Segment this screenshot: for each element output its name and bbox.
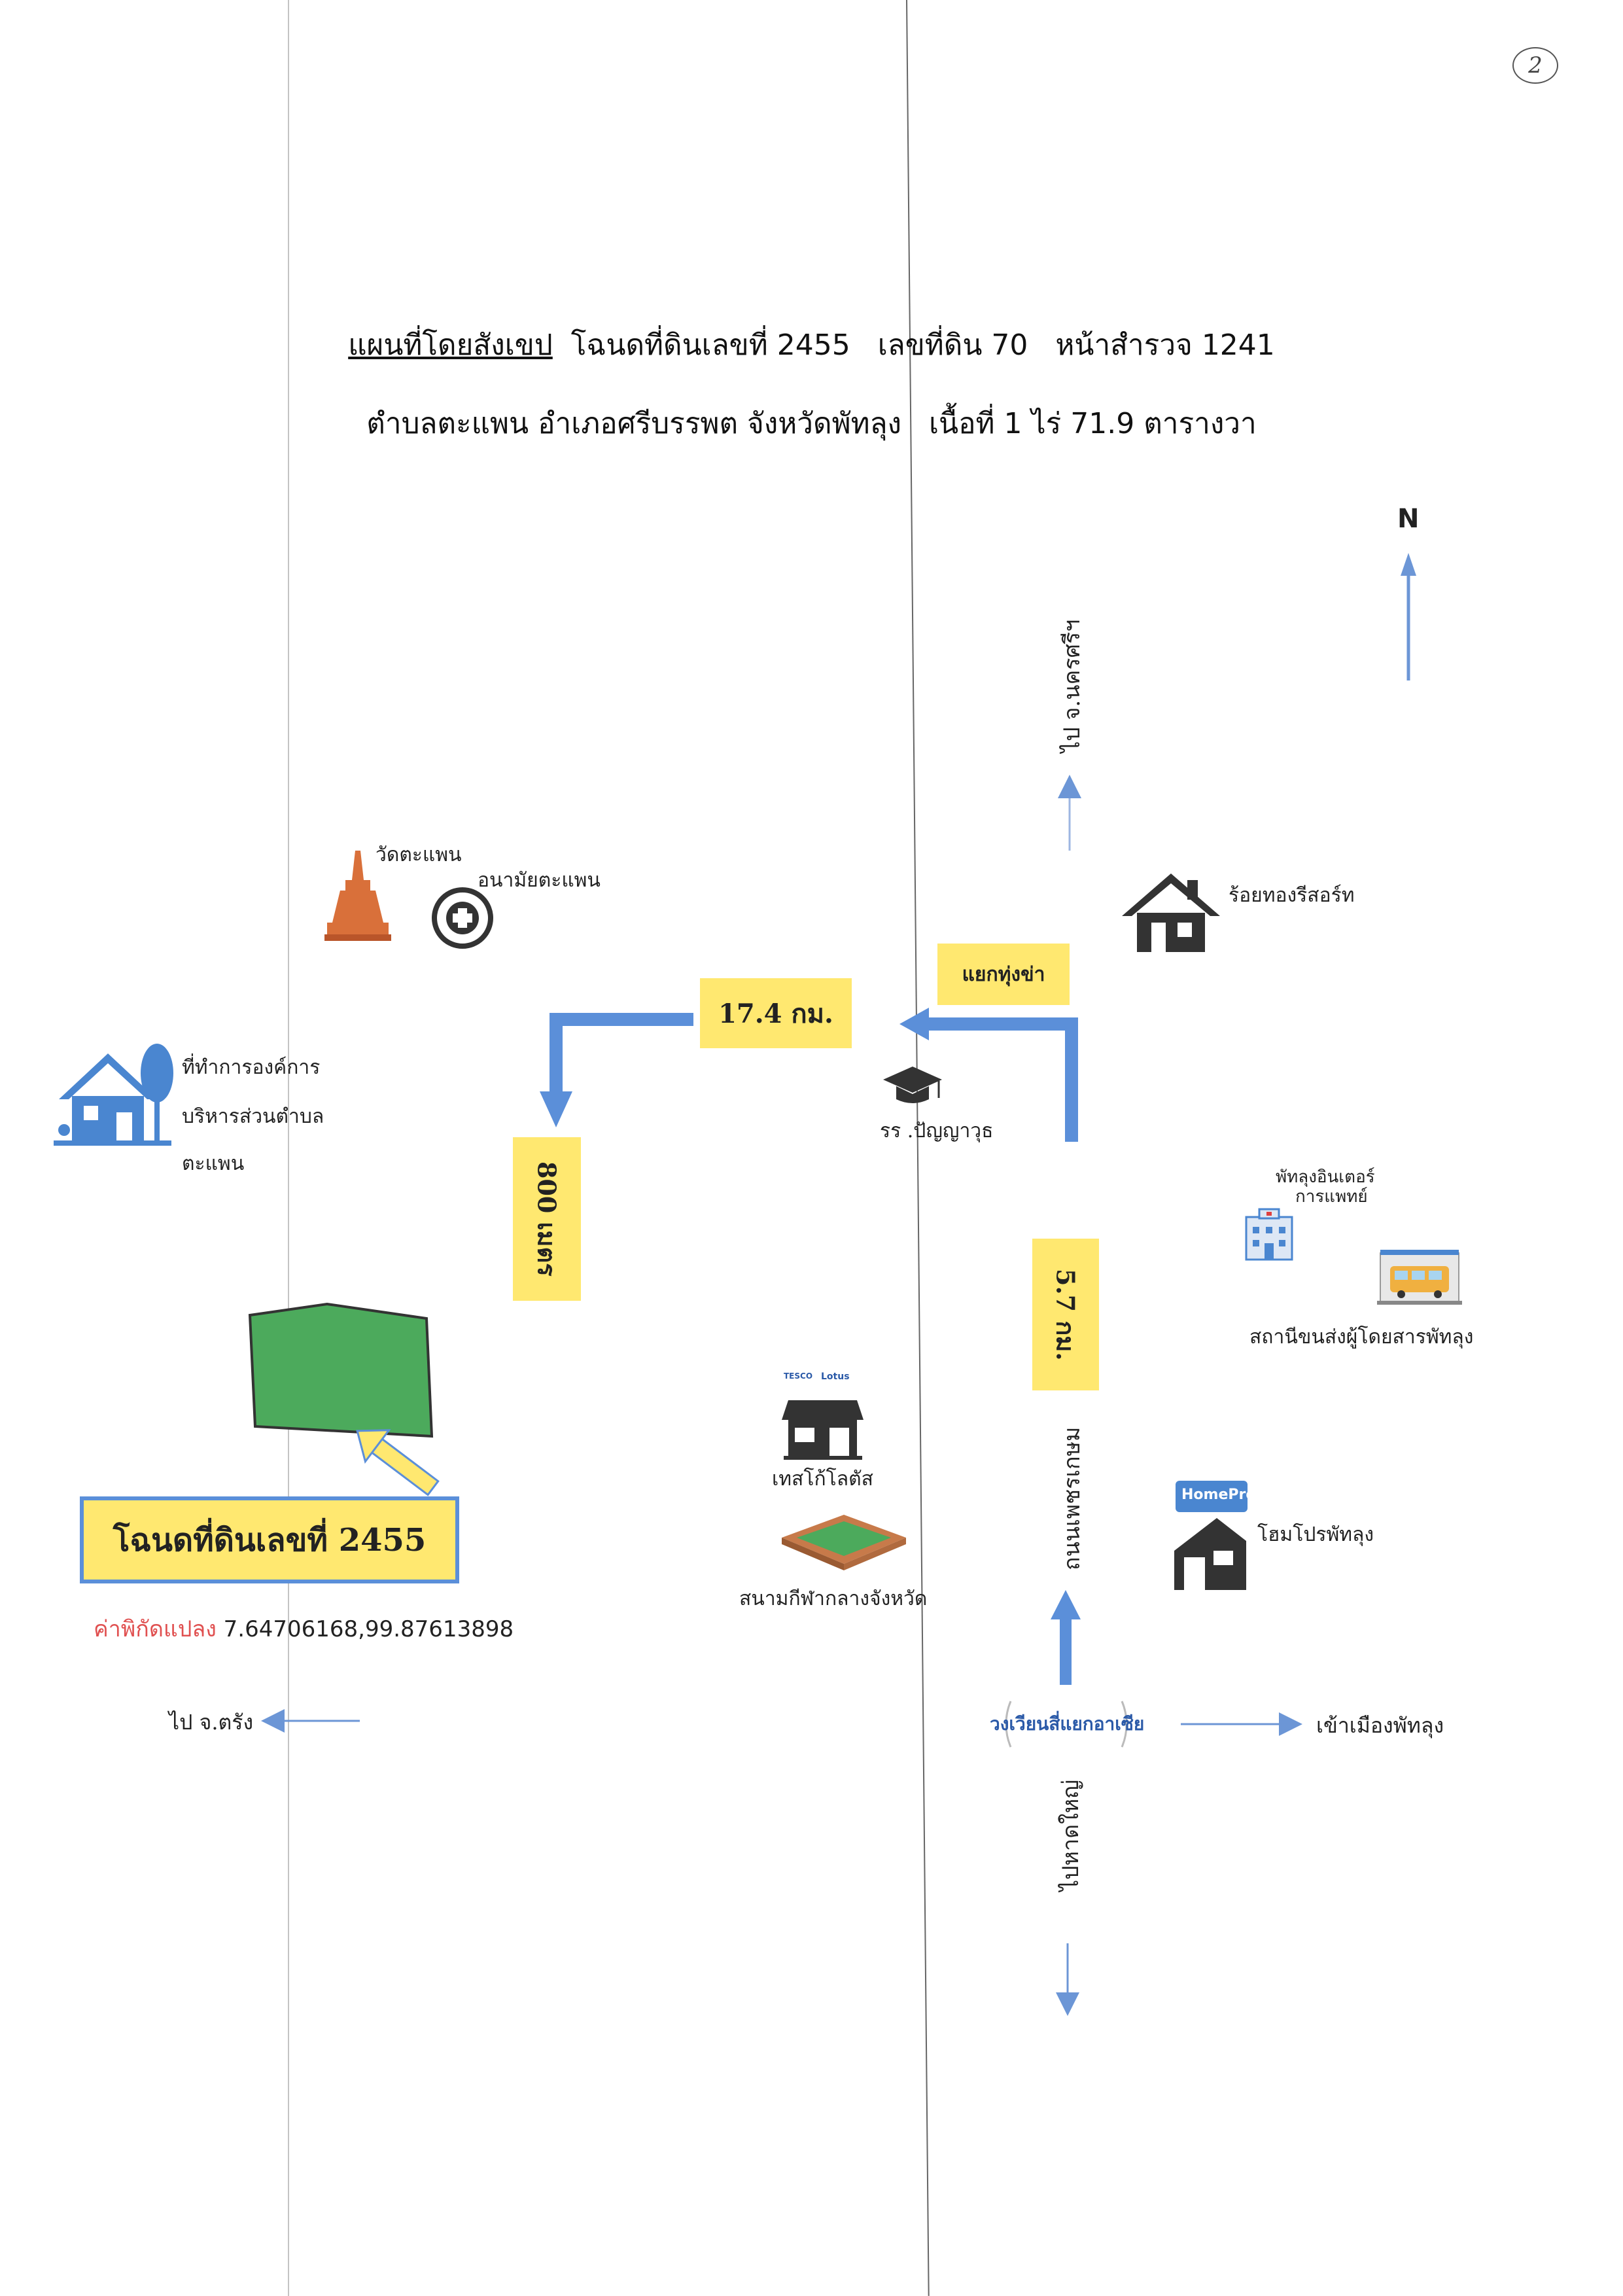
map-title-line-2: ตำบลตะแพน อำเภอศรีบรรพต จังหวัดพัทลุง เน… [366,407,1257,440]
coordinates: ค่าพิกัดแปลง 7.64706168,99.87613898 [94,1611,514,1646]
health-center-icon [432,887,493,949]
north-arrow-icon [1401,553,1416,680]
page-number-text: 2 [1528,52,1543,79]
hospital-label-1: พัทลุงอินเตอร์ [1276,1167,1375,1187]
page-number: 2 [1512,47,1558,84]
distance-800-label: 800 เมตร [513,1137,581,1301]
resort-label: ร้อยทองรีสอร์ท [1229,884,1355,907]
sao-office-icon [54,1044,173,1146]
bus-station-icon [1377,1250,1462,1305]
tesco-logo-b: Lotus [821,1371,850,1382]
north-label: N [1397,504,1420,534]
to-trang-label: ไป จ.ตรัง [169,1710,254,1735]
temple-label: วัดตะแพน [375,843,462,866]
to-hatyai-label: ไปหาดใหญ่ [1058,1779,1084,1891]
route-arrow-down [540,1013,693,1127]
coordinates-value: 7.64706168,99.87613898 [216,1616,514,1642]
school-icon [883,1067,942,1103]
tesco-label: เทสโก้โลตัส [772,1468,873,1491]
distance-5-7-label: 5.7 กม. [1032,1239,1099,1390]
scan-artifact-line [288,0,289,2296]
land-parcel [248,1302,434,1438]
hospital-icon [1245,1208,1293,1261]
tesco-logo-a: TESCO [784,1371,813,1381]
health-center-label: อนามัยตะแพน [478,869,601,892]
bus-station-label: สถานีขนส่งผู้โดยสารพัทลุง [1249,1326,1474,1349]
sao-office-label-1: ที่ทำการองค์การ [182,1056,321,1079]
junction-thungkha-text: แยกทุ่งข่า [962,963,1045,986]
stadium-label: สนามกีฬากลางจังหวัด [739,1587,928,1610]
junction-thungkha-label: แยกทุ่งข่า [937,944,1070,1005]
resort-house-icon [1122,874,1220,952]
school-label: รร .ปัญญาวุธ [880,1120,994,1142]
distance-800-text: 800 เมตร [532,1161,562,1277]
to-city-label: เข้าเมืองพัทลุง [1316,1713,1444,1738]
deed-number-text: โฉนดที่ดินเลขที่ 2455 [113,1521,427,1559]
parcel-pointer-arrow [356,1429,440,1496]
homepro-logo-box [1176,1481,1248,1512]
homepro-label: โฮมโปรพัทลุง [1257,1523,1374,1546]
sao-office-label-3: ตะแพน [182,1152,245,1175]
sao-office-label-2: บริหารส่วนตำบล [182,1105,324,1128]
temple-icon [324,851,391,941]
distance-17-4-text: 17.4 กม. [718,998,833,1029]
map-title-prefix: แผนที่โดยสังเขป [348,328,553,362]
distance-17-4-label: 17.4 กม. [700,978,852,1048]
homepro-store-icon [1174,1518,1246,1590]
road-name-label: ถนนเพชรเกษม [1059,1426,1085,1570]
route-arrow-left [899,1008,1078,1142]
coordinates-label: ค่าพิกัดแปลง [94,1616,217,1642]
distance-5-7-text: 5.7 กม. [1051,1268,1081,1361]
route-arrow-up [1051,1590,1081,1685]
map-title-rest: โฉนดที่ดินเลขที่ 2455 เลขที่ดิน 70 หน้าส… [552,328,1275,362]
stadium-icon [782,1515,906,1570]
deed-number-label: โฉนดที่ดินเลขที่ 2455 [80,1496,459,1583]
map-title-line-1: แผนที่โดยสังเขป โฉนดที่ดินเลขที่ 2455 เล… [0,322,1623,368]
to-nakhon-label: ไป จ.นครศรีฯ [1059,619,1085,752]
roundabout-icon [1005,1701,1128,1748]
roundabout-label: วงเวียนสี่แยกอาเซีย [990,1713,1145,1735]
homepro-logo-text: HomePro [1181,1487,1256,1503]
hospital-label-2: การแพทย์ [1295,1187,1368,1207]
tesco-store-icon [782,1400,864,1460]
